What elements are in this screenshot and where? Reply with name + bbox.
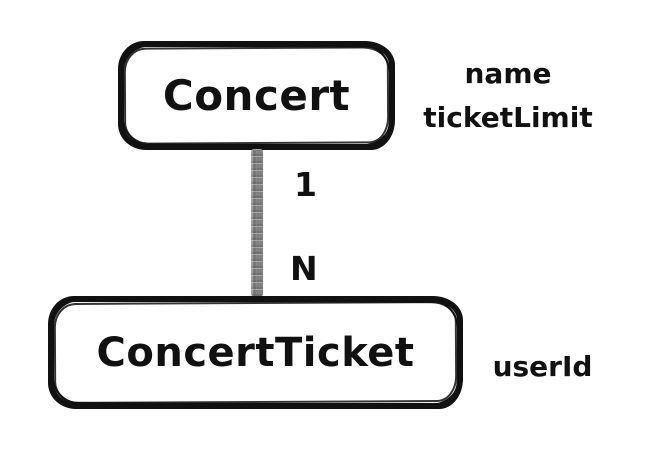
entity-label-concert: Concert <box>162 71 351 120</box>
attribute-label-ticketlimit: ticketLimit <box>423 101 593 134</box>
attribute-label-userid: userId <box>492 350 593 383</box>
entity-box-concert-ticket: ConcertTicket <box>48 296 463 409</box>
cardinality-label-one: 1 <box>294 165 317 204</box>
entity-box-concert: Concert <box>118 41 395 150</box>
relationship-connector-line <box>251 149 263 297</box>
attribute-label-name: name <box>464 57 552 90</box>
cardinality-label-n: N <box>290 249 318 288</box>
entity-label-concert-ticket: ConcertTicket <box>96 329 415 376</box>
